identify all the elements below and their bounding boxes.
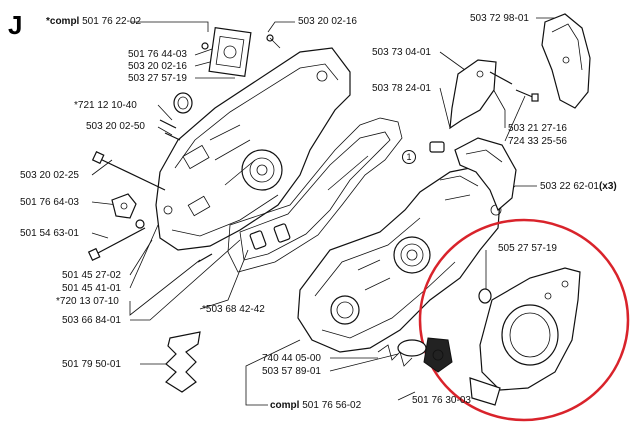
chain-guard-top (541, 13, 591, 109)
label-501-54-63-01: 501 54 63-01 (20, 228, 79, 239)
callout-marker: 1 (402, 150, 416, 164)
pump-plate (201, 27, 281, 77)
part-number: 501 76 22-02 (82, 16, 142, 27)
seal-ring-top (173, 92, 193, 114)
label-503-27-57-19-a: 503 27 57-19 (128, 73, 187, 84)
gasket (227, 117, 403, 273)
leader-lines (91, 17, 561, 406)
right-crankcase-half (297, 167, 502, 353)
label-compl-top: *compl 501 76 22-02 (46, 16, 141, 27)
label-721-12-10-40: *721 12 10-40 (74, 100, 137, 111)
dowel-pins (197, 223, 291, 263)
part-number-bottom: 501 76 56-02 (302, 400, 362, 411)
small-screws (159, 119, 181, 141)
label-503-21-27-16: 503 21 27-16 (508, 123, 567, 134)
label-503-73-04-01: 503 73 04-01 (372, 47, 431, 58)
label-501-76-44-03: 501 76 44-03 (128, 49, 187, 60)
label-503-20-02-16-a: 503 20 02-16 (298, 16, 357, 27)
rear-cover (454, 137, 517, 212)
label-503-66-84-01: 503 66 84-01 (62, 315, 121, 326)
label-505-27-57-19-b: 505 27 57-19 (498, 243, 557, 254)
long-bolts (87, 150, 166, 262)
label-501-79-50-01: 501 79 50-01 (62, 359, 121, 370)
label-720-13-07-10: *720 13 07-10 (56, 296, 119, 307)
label-503-72-98-01: 503 72 98-01 (470, 13, 529, 24)
label-503-20-02-25: 503 20 02-25 (20, 170, 79, 181)
label-compl-bottom: compl 501 76 56-02 (270, 400, 361, 411)
label-501-45-27-02: 501 45 27-02 (62, 270, 121, 281)
label-503-22-62-01: 503 22 62-01(x3) (540, 181, 617, 192)
chain-catcher (165, 331, 201, 393)
quantity-note: (x3) (598, 181, 617, 192)
label-503-57-89-01: 503 57 89-01 (262, 366, 321, 377)
label-501-76-30-03: 501 76 30-03 (412, 395, 471, 406)
section-letter: J (8, 10, 23, 40)
screws-right (489, 71, 539, 102)
spring-and-ring (377, 337, 453, 373)
label-503-68-42-42: *503 68 42-42 (202, 304, 265, 315)
part-number-x: 503 22 62-01 (540, 181, 599, 192)
rubber-buffer (429, 141, 445, 153)
label-503-20-02-50: 503 20 02-50 (86, 121, 145, 132)
label-501-45-41-01: 501 45 41-01 (62, 283, 121, 294)
label-503-20-02-16-b: 503 20 02-16 (128, 61, 187, 72)
highlight-ring (418, 218, 630, 422)
label-503-78-24-01: 503 78 24-01 (372, 83, 431, 94)
compl-prefix-bottom: compl (270, 400, 300, 411)
bracket-left (111, 193, 145, 229)
left-crankcase-half (155, 47, 351, 251)
label-501-76-64-03: 501 76 64-03 (20, 197, 79, 208)
compl-prefix: *compl (46, 16, 80, 27)
deflector-plate (449, 59, 497, 130)
label-724-33-25-56: 724 33 25-56 (508, 136, 567, 147)
label-740-44-05-00: 740 44 05-00 (262, 353, 321, 364)
highlighted-cover-part (469, 267, 581, 406)
